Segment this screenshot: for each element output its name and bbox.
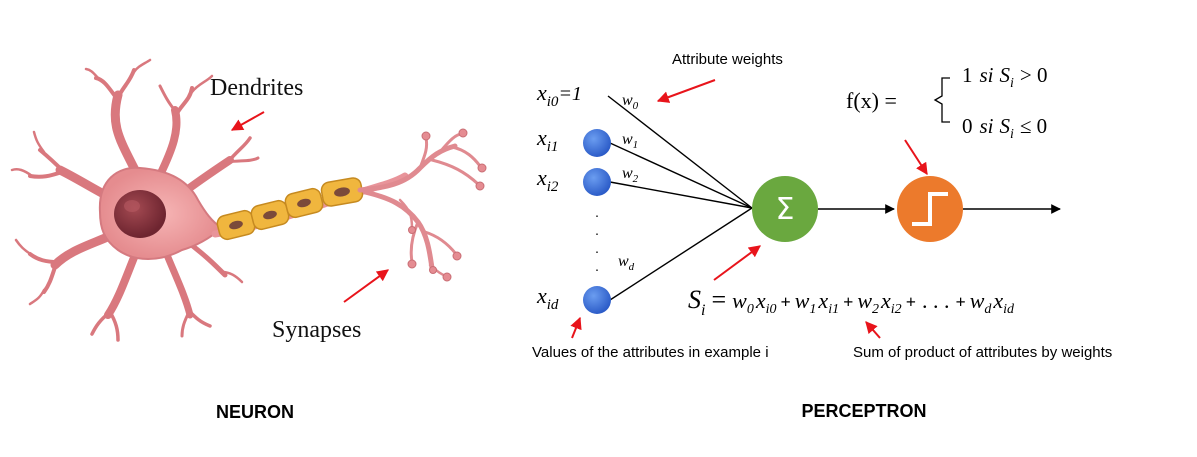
- neuron-myelin-sheaths: [216, 177, 364, 241]
- sum-product-arrow: [865, 321, 881, 339]
- sum-node: Σ: [752, 176, 818, 242]
- neuron-nucleus: [114, 190, 166, 238]
- input-node-2: [583, 168, 611, 196]
- dendrites-arrow: [230, 111, 265, 131]
- svg-text:.: .: [595, 242, 599, 257]
- step-function-icon: [912, 192, 948, 226]
- neuron-dendrites: [10, 58, 260, 342]
- svg-text:.: .: [595, 260, 599, 275]
- input-label-1: xi1: [536, 125, 558, 155]
- synapses-arrow: [343, 269, 389, 303]
- annotation-attribute-weights: Attribute weights: [672, 51, 783, 68]
- dendrites-label: Dendrites: [210, 75, 303, 101]
- input-label-2: xi2: [536, 165, 559, 195]
- input-label-d: xid: [536, 283, 559, 313]
- svg-text:.: .: [595, 224, 599, 239]
- weight-label-0: w0: [622, 92, 639, 112]
- weight-label-2: w2: [622, 165, 639, 185]
- activation-brace: [933, 77, 950, 123]
- input-node-d: [583, 286, 611, 314]
- neuron-illustration: [10, 58, 487, 342]
- synapses-label: Synapses: [272, 317, 361, 343]
- attribute-values-arrow: [570, 316, 582, 339]
- perceptron-connections: [607, 95, 753, 301]
- neuron-axon-terminals: [357, 132, 482, 278]
- weighted-sum-equation: Si=w0xi0+w1xi1+w2xi2+. . .+wdxid: [688, 285, 1015, 319]
- svg-text:.: .: [595, 206, 599, 221]
- input-ellipsis: . . . .: [595, 206, 599, 275]
- input-node-1: [583, 129, 611, 157]
- weight-label-d: wd: [618, 253, 635, 273]
- input-label-0: xi0=1: [536, 80, 582, 110]
- sum-node-arrow: [713, 245, 761, 281]
- activation-annotation-arrow: [904, 139, 928, 176]
- annotation-sum-product: Sum of product of attributes by weights: [853, 344, 1112, 361]
- sum-symbol: Σ: [776, 192, 795, 227]
- weight-label-1: w1: [622, 131, 638, 151]
- perceptron-input-nodes: [583, 129, 611, 314]
- svg-text:f(x) =: f(x) =: [846, 88, 897, 113]
- activation-node: [897, 176, 963, 242]
- perceptron-caption: PERCEPTRON: [801, 401, 926, 421]
- neuron-caption: NEURON: [216, 402, 294, 422]
- attribute-weights-arrow: [656, 79, 716, 103]
- annotation-attribute-values: Values of the attributes in example i: [532, 344, 769, 361]
- neuron-synaptic-knobs: [407, 128, 487, 282]
